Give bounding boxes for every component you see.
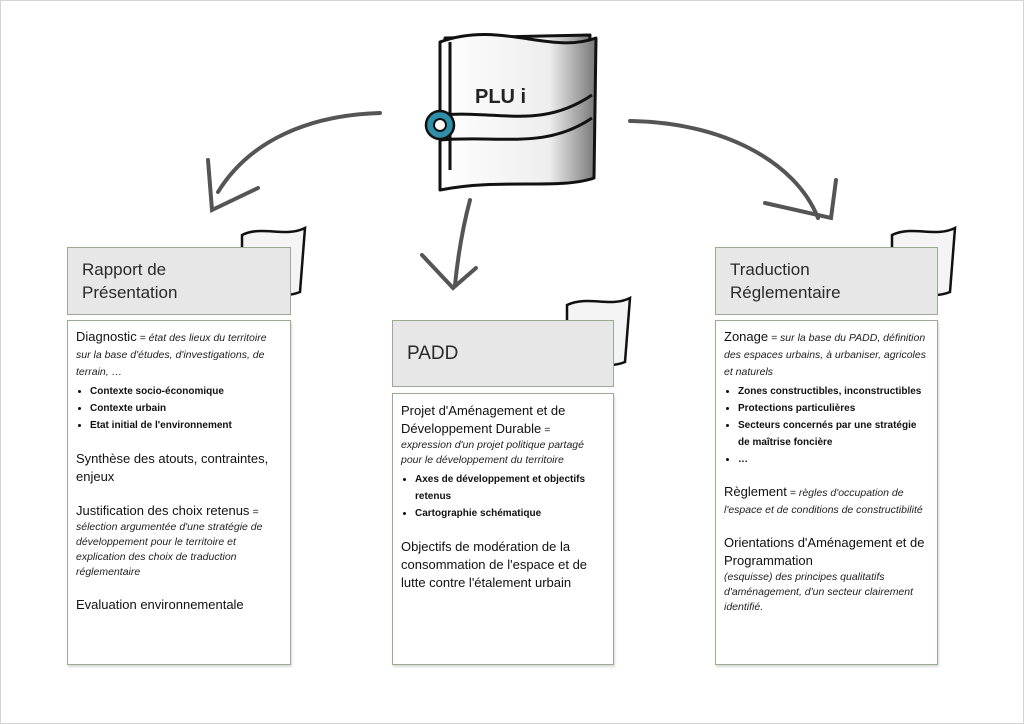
arrow-right-head [763, 178, 838, 221]
projet-text: expression d'un projet politique partagé… [401, 439, 584, 466]
binder-icon [438, 33, 598, 192]
list-item: Protections particulières [738, 400, 929, 417]
list-item: Contexte urbain [90, 400, 282, 417]
arrow-right [628, 119, 820, 220]
rapport-title-1: Rapport de [82, 260, 167, 279]
rapport-body: Diagnostic = état des lieux du territoir… [67, 320, 291, 665]
reglement-text: = règles d'occupation de l'espace et de … [724, 487, 923, 516]
list-item: Secteurs concernés par une stratégie de … [738, 417, 929, 451]
rapport-title-2: Présentation [82, 283, 178, 302]
evaluation-text: Evaluation environnementale [76, 597, 244, 612]
diagnostic-text: = état des lieux du territoire sur la ba… [76, 332, 267, 378]
traduction-title-1: Traduction [730, 260, 810, 279]
oap-title: Orientations d'Aménagement et de Program… [724, 535, 925, 568]
reglement-title: Règlement [724, 484, 787, 499]
zonage-text: = sur la base du PADD, définition des es… [724, 332, 926, 378]
arrow-left-head [206, 158, 260, 214]
synthese-text: Synthèse des atouts, contraintes, enjeux [76, 451, 269, 484]
center-label: PLU i [475, 86, 527, 108]
rapport-header: Rapport de Présentation [67, 247, 291, 315]
oap-text: (esquisse) des principes qualitatifs d'a… [724, 571, 914, 613]
diagnostic-title: Diagnostic [76, 329, 137, 344]
padd-body: Projet d'Aménagement et de Développement… [392, 393, 614, 665]
traduction-title-2: Réglementaire [730, 283, 841, 302]
diagnostic-list: Contexte socio-économique Contexte urbai… [76, 383, 282, 434]
arrow-center [453, 198, 472, 287]
arrow-center-head [420, 253, 478, 291]
projet-title: Projet d'Aménagement et de Développement… [401, 403, 566, 436]
zonage-title: Zonage [724, 329, 769, 344]
justification-eq: = [249, 506, 259, 518]
padd-header: PADD [392, 320, 614, 387]
list-item: Etat initial de l'environnement [90, 417, 282, 434]
zonage-list: Zones constructibles, inconstructibles P… [724, 383, 929, 468]
padd-list: Axes de développement et objectifs reten… [401, 471, 605, 522]
list-item: Contexte socio-économique [90, 383, 282, 400]
list-item: Axes de développement et objectifs reten… [415, 471, 605, 505]
list-item: Zones constructibles, inconstructibles [738, 383, 929, 400]
list-item: … [738, 451, 929, 468]
justification-title: Justification des choix retenus [76, 503, 250, 518]
list-item: Cartographie schématique [415, 505, 605, 522]
arrow-left [216, 111, 382, 194]
projet-eq: = [541, 424, 551, 436]
traduction-body: Zonage = sur la base du PADD, définition… [715, 320, 938, 665]
padd-title: PADD [407, 343, 459, 364]
objectifs-text: Objectifs de modération de la consommati… [401, 539, 588, 590]
justification-text: sélection argumentée d'une stratégie de … [76, 521, 263, 578]
